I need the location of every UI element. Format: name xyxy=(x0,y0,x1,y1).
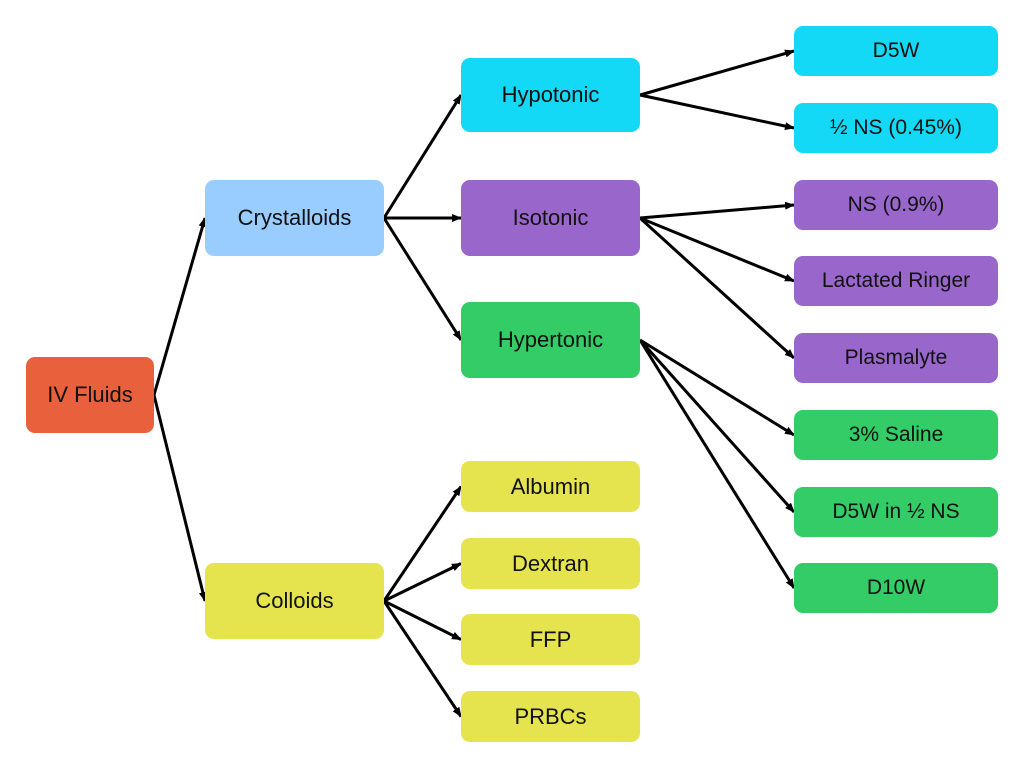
node-label: Hypotonic xyxy=(501,82,600,107)
node-label: 3% Saline xyxy=(848,423,944,446)
edge-iv_fluids-to-colloids xyxy=(152,394,207,602)
node-label: D10W xyxy=(866,576,926,599)
edge-colloids-to-dextran xyxy=(383,562,462,603)
edge-hypertonic-to-d5w_half_ns xyxy=(638,338,796,514)
node-label: Isotonic xyxy=(512,205,589,230)
edge-isotonic-to-ns xyxy=(639,201,795,220)
edge-isotonic-to-lactated_ringer xyxy=(639,216,795,283)
node-d5w: D5W xyxy=(794,26,998,76)
node-dextran: Dextran xyxy=(461,538,640,589)
node-label: Plasmalyte xyxy=(844,346,948,369)
edge-colloids-to-albumin xyxy=(382,485,463,602)
node-colloids: Colloids xyxy=(205,563,384,639)
edge-hypotonic-to-half_ns xyxy=(639,93,795,131)
node-plasmalyte: Plasmalyte xyxy=(794,333,998,383)
node-label: Colloids xyxy=(255,588,334,613)
node-hypotonic: Hypotonic xyxy=(461,58,640,132)
node-prbcs: PRBCs xyxy=(461,691,640,742)
node-lactated-ringer: Lactated Ringer xyxy=(794,256,998,306)
node-label: FFP xyxy=(529,626,572,652)
node-label: Lactated Ringer xyxy=(821,269,971,292)
node-crystalloids: Crystalloids xyxy=(205,180,384,256)
node-label: NS (0.9%) xyxy=(847,193,945,216)
edge-crystalloids-to-hypertonic xyxy=(382,217,463,341)
node-isotonic: Isotonic xyxy=(461,180,640,256)
node-3-percent-saline: 3% Saline xyxy=(794,410,998,460)
node-label: IV Fluids xyxy=(47,382,133,407)
edge-hypertonic-to-d10w xyxy=(638,339,796,589)
node-half-ns: ½ NS (0.45%) xyxy=(794,103,998,153)
edge-iv_fluids-to-crystalloids xyxy=(152,217,207,396)
node-label: Hypertonic xyxy=(497,327,604,352)
node-label: Albumin xyxy=(510,473,591,499)
edge-isotonic-to-plasmalyte xyxy=(638,216,796,360)
node-label: D5W in ½ NS xyxy=(832,500,960,523)
edge-crystalloids-to-hypotonic xyxy=(382,94,463,219)
node-label: Dextran xyxy=(511,550,590,576)
node-ffp: FFP xyxy=(461,614,640,665)
node-label: ½ NS (0.45%) xyxy=(830,116,962,139)
edge-hypertonic-to-saline_3 xyxy=(639,338,795,437)
node-label: PRBCs xyxy=(514,703,587,729)
edge-hypotonic-to-d5w xyxy=(639,49,795,97)
node-label: D5W xyxy=(872,39,920,62)
node-iv-fluids: IV Fluids xyxy=(26,357,154,433)
node-label: Crystalloids xyxy=(237,205,352,230)
node-d5w-in-half-ns: D5W in ½ NS xyxy=(794,487,998,537)
node-d10w: D10W xyxy=(794,563,998,613)
edge-colloids-to-prbcs xyxy=(382,600,463,718)
node-albumin: Albumin xyxy=(461,461,640,512)
node-hypertonic: Hypertonic xyxy=(461,302,640,378)
node-ns: NS (0.9%) xyxy=(794,180,998,230)
edge-colloids-to-ffp xyxy=(383,599,462,641)
